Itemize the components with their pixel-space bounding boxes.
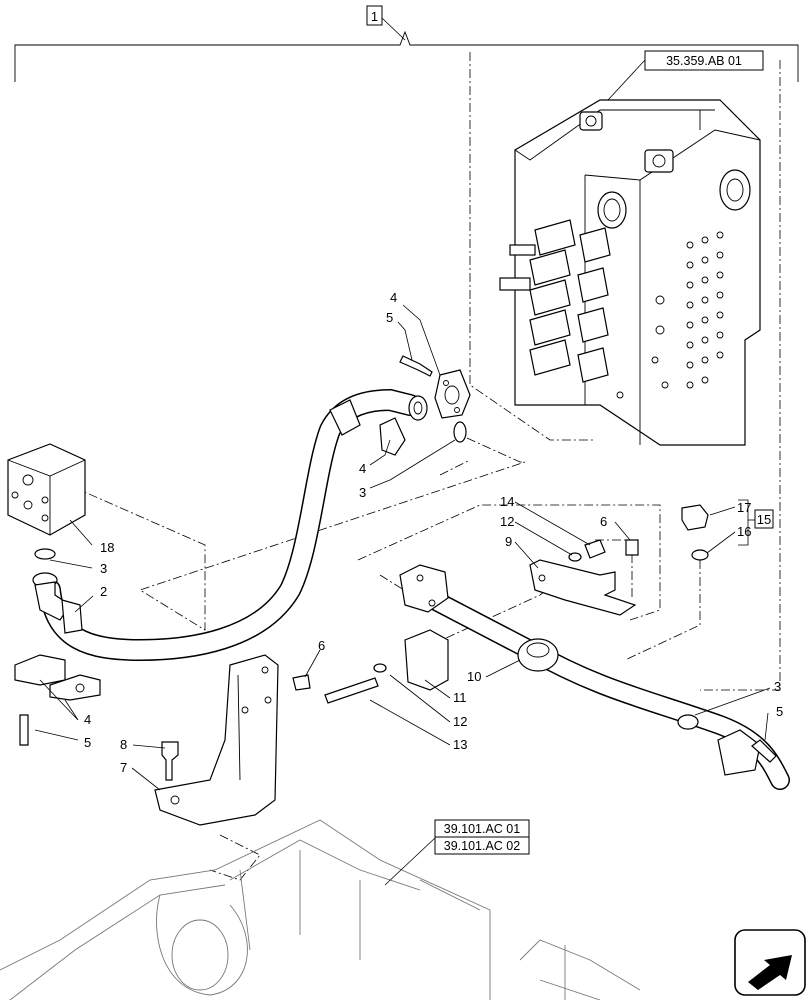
assembly-callout: 1 — [371, 9, 378, 24]
bolt-6-mid — [292, 674, 311, 691]
nut-14 — [584, 539, 606, 559]
callout-18: 18 — [100, 540, 114, 555]
flange-block — [7, 443, 86, 536]
mount-bracket — [154, 654, 279, 826]
kit-callout: 15 — [738, 499, 774, 546]
kit-callout-label: 15 — [757, 512, 771, 527]
bolt-6 — [625, 539, 639, 556]
o-ring-right — [677, 714, 699, 730]
callout-2: 2 — [100, 584, 107, 599]
callout-6-top: 6 — [600, 514, 607, 529]
valve-reference[interactable]: 35.359.AB 01 — [607, 50, 764, 101]
callout-5-left: 5 — [84, 735, 91, 750]
bolt-left — [19, 714, 29, 746]
callout-8: 8 — [120, 737, 127, 752]
bolt-13 — [324, 677, 379, 704]
valve-reference-label: 35.359.AB 01 — [666, 54, 742, 68]
frame-reference-1-label: 39.101.AC 01 — [444, 822, 520, 836]
hose-assembly — [32, 388, 428, 662]
washer-12-low — [373, 663, 387, 673]
callout-9: 9 — [505, 534, 512, 549]
o-ring-top — [453, 421, 467, 443]
callout-13: 13 — [453, 737, 467, 752]
control-valve-block — [499, 99, 761, 446]
callout-numbers: 4 5 4 3 18 3 2 4 5 14 12 6 9 17 16 6 10 … — [84, 290, 783, 775]
bolt-top — [399, 355, 433, 377]
plug-17 — [681, 504, 709, 531]
callout-3-left: 3 — [100, 561, 107, 576]
frame-reference-2-label: 39.101.AC 02 — [444, 839, 520, 853]
assembly-bracket: 1 — [14, 5, 799, 82]
bolt-right — [751, 739, 777, 763]
callout-12-low: 12 — [453, 714, 467, 729]
callout-4-mid: 4 — [359, 461, 366, 476]
callout-10: 10 — [467, 669, 481, 684]
o-ring-left — [34, 548, 56, 560]
machine-frame — [0, 819, 641, 1000]
leader-lines — [34, 304, 771, 791]
callout-4-top: 4 — [390, 290, 397, 305]
callout-3-right: 3 — [774, 679, 781, 694]
frame-reference-2[interactable]: 39.101.AC 02 — [434, 836, 530, 855]
bolt-8 — [161, 741, 179, 781]
o-ring-16 — [691, 549, 709, 561]
callout-16: 16 — [737, 524, 751, 539]
callout-5-right: 5 — [776, 704, 783, 719]
callout-5-top: 5 — [386, 310, 393, 325]
frame-reference-1[interactable]: 39.101.AC 01 — [434, 819, 530, 838]
support-bracket — [529, 559, 637, 616]
callout-14: 14 — [500, 494, 514, 509]
callout-7: 7 — [120, 760, 127, 775]
callout-6-mid: 6 — [318, 638, 325, 653]
navigation-arrow-icon[interactable] — [734, 929, 806, 996]
split-flange-left — [14, 654, 101, 701]
callout-11: 11 — [453, 690, 467, 705]
tube-clamp — [404, 629, 449, 691]
callout-4-left: 4 — [84, 712, 91, 727]
callout-3-mid: 3 — [359, 485, 366, 500]
split-flange-top — [379, 369, 471, 456]
callout-12-top: 12 — [500, 514, 514, 529]
callout-17: 17 — [737, 500, 751, 515]
